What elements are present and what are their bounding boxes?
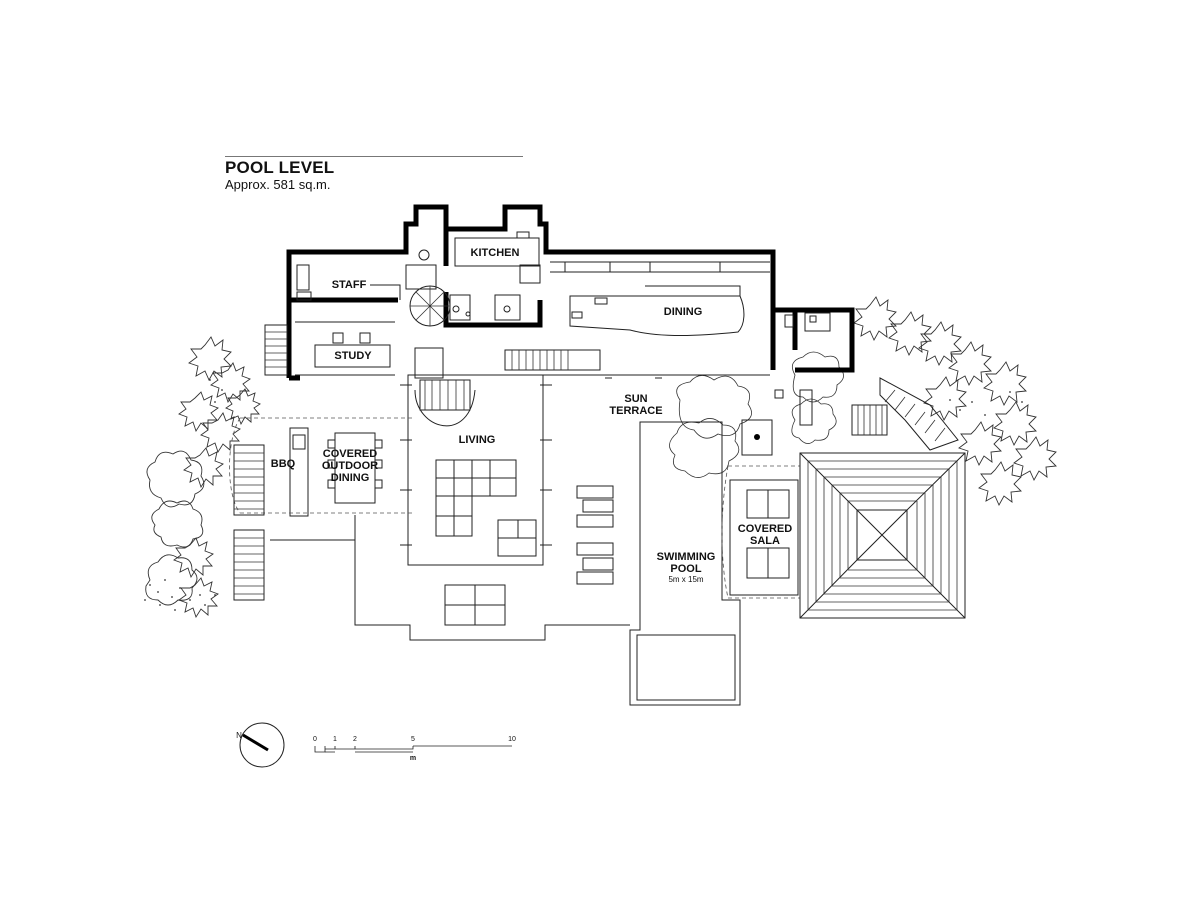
label-staff: STAFF bbox=[332, 279, 367, 291]
scale-tick-1: 1 bbox=[333, 736, 337, 743]
living-sofa bbox=[435, 459, 537, 557]
label-dining: DINING bbox=[664, 306, 703, 318]
label-sun-terrace-2: TERRACE bbox=[609, 405, 662, 417]
north-arrow-needle bbox=[242, 733, 269, 752]
terrace-loungers bbox=[576, 485, 614, 585]
scale-unit: m bbox=[410, 755, 416, 762]
north-arrow: N bbox=[236, 722, 285, 768]
scale-tick-5: 5 bbox=[411, 736, 415, 743]
label-covered-sala-2: SALA bbox=[750, 535, 780, 547]
right-stairs bbox=[851, 377, 959, 451]
outdoor-dining-table bbox=[327, 432, 383, 504]
label-covered-outdoor-3: DINING bbox=[331, 472, 370, 484]
label-kitchen: KITCHEN bbox=[471, 247, 520, 259]
label-pool-2: POOL bbox=[670, 563, 701, 575]
label-sun-terrace-1: SUN bbox=[624, 393, 647, 405]
scale-tick-10: 10 bbox=[508, 736, 516, 743]
hip-roof bbox=[799, 452, 966, 619]
exterior-walls bbox=[286, 204, 855, 381]
left-stairs bbox=[233, 324, 288, 601]
scale-tick-0: 0 bbox=[313, 736, 317, 743]
landscape-trees bbox=[144, 296, 1057, 619]
label-pool-size: 5m x 15m bbox=[668, 575, 703, 584]
label-pool-1: SWIMMING bbox=[657, 551, 716, 563]
covered-sala bbox=[721, 389, 813, 599]
label-study: STUDY bbox=[334, 350, 372, 362]
scale-tick-2: 2 bbox=[353, 736, 357, 743]
label-covered-sala-1: COVERED bbox=[738, 523, 792, 535]
label-bbq: BBQ bbox=[271, 458, 296, 470]
north-label: N bbox=[236, 731, 242, 740]
label-living: LIVING bbox=[459, 434, 496, 446]
label-covered-outdoor-1: COVERED bbox=[323, 448, 377, 460]
swimming-pool bbox=[629, 421, 741, 706]
header-rule bbox=[225, 156, 523, 157]
interior-lines bbox=[229, 231, 966, 706]
plan-title: POOL LEVEL bbox=[225, 158, 335, 177]
central-stair bbox=[504, 349, 601, 371]
scale-bar: 0 1 2 5 10 m bbox=[313, 736, 516, 762]
room-labels: KITCHEN STAFF DINING STUDY SUN TERRACE L… bbox=[271, 247, 792, 584]
label-covered-outdoor-2: OUTDOOR bbox=[322, 460, 378, 472]
plan-area: Approx. 581 sq.m. bbox=[225, 177, 331, 192]
